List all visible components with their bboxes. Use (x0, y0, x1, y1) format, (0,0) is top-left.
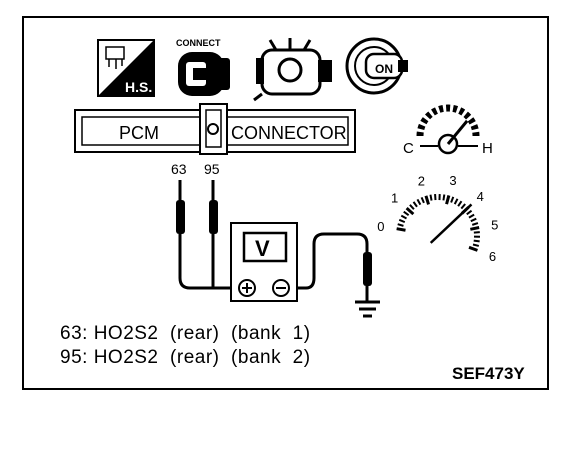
pcm-connector: PCM CONNECTOR (74, 103, 356, 155)
terminal-95-label: 95 (204, 161, 220, 177)
hot-soak-icon: H.S. (97, 39, 155, 97)
tach-major-tick (468, 245, 478, 252)
tach-minor-tick (429, 194, 433, 201)
tach-minor-tick (472, 243, 480, 247)
tach-minor-tick (457, 200, 463, 207)
note-terminal-63: 63: HO2S2 (rear) (bank 1) (60, 323, 311, 344)
tach-tick-label: 6 (489, 249, 496, 264)
tach-major-tick (424, 195, 430, 205)
tach-tick-label: 1 (391, 190, 398, 205)
terminal-63-label: 63 (171, 161, 187, 177)
tachometer-needle (429, 203, 473, 244)
tach-minor-tick (473, 239, 480, 243)
tach-minor-tick (420, 196, 425, 204)
temperature-gauge: C H (403, 104, 493, 157)
tach-minor-tick (471, 222, 479, 226)
tachometer: 01 2 3 45 6 (377, 173, 498, 264)
ground-icon (355, 300, 380, 318)
tach-major-tick (405, 206, 415, 216)
connector-plug-icon: CONNECT (176, 38, 230, 96)
engine-icon (253, 38, 332, 102)
ignition-key-icon: ON (345, 37, 408, 95)
tach-major-tick (396, 227, 406, 232)
tach-minor-tick (416, 198, 422, 206)
tach-major-tick (470, 226, 480, 231)
connect-label: CONNECT (176, 38, 221, 48)
note-terminal-95: 95: HO2S2 (rear) (bank 2) (60, 347, 311, 368)
ignition-on-label: ON (375, 62, 393, 76)
cold-label: C (403, 140, 414, 157)
reference-code: SEF473Y (452, 364, 525, 383)
hs-label: H.S. (125, 79, 152, 95)
test-leads (176, 180, 372, 302)
tach-minor-tick (466, 209, 473, 216)
tach-tick-label: 2 (418, 173, 425, 188)
tach-minor-tick (397, 223, 404, 227)
tach-tick-label: 0 (377, 219, 384, 234)
connector-label: CONNECTOR (231, 123, 347, 143)
tach-minor-tick (453, 198, 459, 205)
tach-tick-label: 4 (477, 189, 484, 204)
tach-major-tick (445, 195, 451, 205)
tach-minor-tick (403, 210, 410, 216)
tach-minor-tick (460, 203, 466, 210)
tach-minor-tick (468, 213, 475, 219)
tach-tick-label: 5 (491, 217, 498, 232)
tach-tick-label: 3 (449, 173, 456, 188)
tach-minor-tick (412, 201, 418, 208)
tach-minor-tick (442, 194, 446, 201)
tach-minor-tick (409, 204, 415, 210)
diagram-frame (22, 16, 549, 390)
tach-minor-tick (470, 217, 477, 223)
pcm-label: PCM (119, 123, 159, 143)
voltmeter-label: V (255, 236, 270, 261)
voltmeter: V (230, 222, 298, 302)
temperature-needle (446, 119, 469, 145)
tach-minor-tick (450, 196, 455, 203)
tach-minor-tick (400, 214, 407, 220)
hot-label: H (482, 140, 493, 157)
tach-minor-tick (473, 231, 480, 234)
tach-minor-tick (398, 218, 406, 224)
